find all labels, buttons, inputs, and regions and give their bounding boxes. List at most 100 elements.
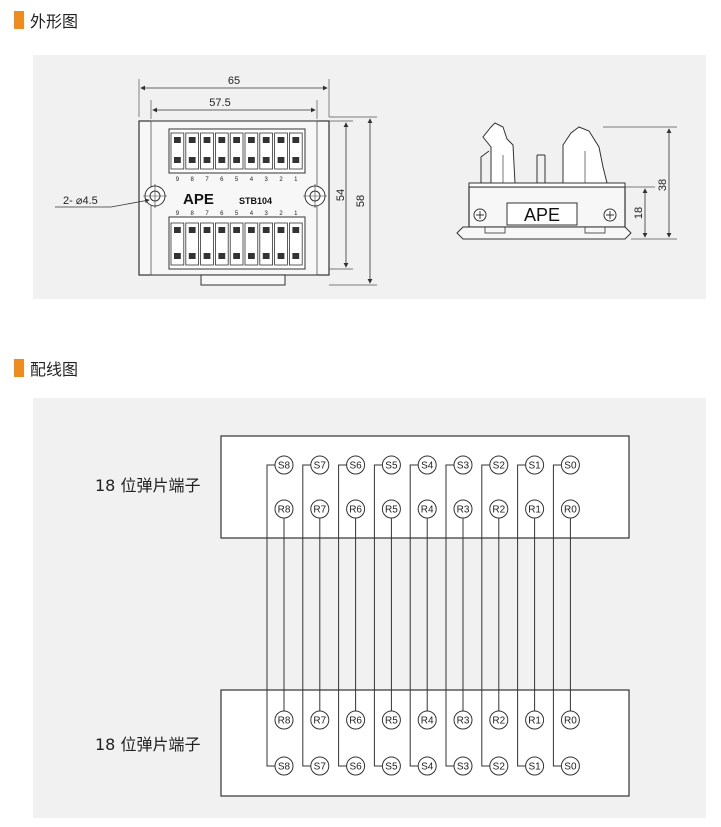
terminal-clamp xyxy=(233,227,240,233)
terminal-label: R2 xyxy=(492,505,505,516)
terminal-clamp xyxy=(188,137,196,143)
side-view: APE 38 18 xyxy=(456,122,677,240)
wire-s xyxy=(338,464,347,767)
terminal-label: R7 xyxy=(313,716,326,727)
wire-s xyxy=(517,464,526,767)
pin-number: 1 xyxy=(294,177,298,183)
mounting-hole-left xyxy=(143,184,167,208)
terminal-circle xyxy=(346,499,366,519)
terminal-clamp xyxy=(277,227,285,233)
terminal-circle xyxy=(560,499,580,519)
terminal-clamp xyxy=(248,253,255,259)
side-dim-total: 38 xyxy=(657,179,669,191)
terminal-circle xyxy=(417,499,437,519)
pin-number: 6 xyxy=(220,211,224,217)
terminal-label: R8 xyxy=(278,505,291,516)
terminal-label: S4 xyxy=(421,461,434,472)
pin-number: 7 xyxy=(205,211,209,217)
terminal-circle xyxy=(560,710,580,730)
screw-icon xyxy=(473,208,487,222)
terminal-label: S0 xyxy=(564,762,577,773)
terminal-circle xyxy=(310,455,330,475)
terminal-label: R0 xyxy=(564,716,577,727)
pin-number: 7 xyxy=(205,177,209,183)
terminal-circle xyxy=(346,756,366,776)
terminal-circle xyxy=(274,499,294,519)
terminal-label: S2 xyxy=(493,762,506,773)
terminal-clamp xyxy=(292,137,300,143)
terminal-circle xyxy=(453,756,473,776)
terminal-clamp xyxy=(277,137,285,143)
pin-number: 2 xyxy=(279,211,283,217)
terminal-label: R8 xyxy=(278,716,291,727)
section-marker xyxy=(14,359,24,377)
pin-number: 6 xyxy=(220,177,224,183)
dim-height-outer: 58 xyxy=(355,195,367,207)
terminal-clamp xyxy=(262,157,270,163)
pin-number: 5 xyxy=(235,177,239,183)
terminal-circle xyxy=(346,710,366,730)
terminal-clamp xyxy=(218,157,226,163)
dim-width-outer: 65 xyxy=(228,75,240,87)
terminal-circle xyxy=(560,756,580,776)
terminal-label: R4 xyxy=(421,505,434,516)
terminal-clamp xyxy=(203,227,211,233)
terminal-circle xyxy=(310,710,330,730)
model-label: STB104 xyxy=(239,196,272,206)
terminal-circle xyxy=(274,710,294,730)
terminal-label: R5 xyxy=(385,716,398,727)
terminal-clamp xyxy=(188,253,196,259)
terminal-clamp xyxy=(248,157,255,163)
terminal-label: S0 xyxy=(564,461,577,472)
section-title-text: 外形图 xyxy=(30,12,79,31)
bottom-block-label: 18 位弹片端子 xyxy=(95,735,200,754)
terminal-clamp xyxy=(233,157,240,163)
terminal-circle xyxy=(453,499,473,519)
terminal-clamp xyxy=(218,137,226,143)
terminal-label: R7 xyxy=(313,505,326,516)
terminal-circle xyxy=(489,710,509,730)
terminal-label: S8 xyxy=(278,461,291,472)
wire-s xyxy=(266,464,275,767)
section-title-text: 配线图 xyxy=(30,360,79,379)
terminal-circle xyxy=(310,756,330,776)
terminal-clamp xyxy=(203,137,211,143)
terminal-label: S5 xyxy=(385,762,398,773)
terminal-label: R6 xyxy=(349,505,362,516)
wire-s xyxy=(302,464,311,767)
terminal-label: R0 xyxy=(564,505,577,516)
terminal-circle xyxy=(489,499,509,519)
terminal-clamp xyxy=(292,157,300,163)
terminal-circle xyxy=(453,710,473,730)
terminal-circle xyxy=(489,455,509,475)
terminal-clamp xyxy=(203,253,211,259)
terminal-circle xyxy=(274,455,294,475)
terminal-clamp xyxy=(174,227,181,233)
bottom-terminal-block-outline xyxy=(220,689,630,797)
terminal-clamp xyxy=(174,157,181,163)
terminal-clamp xyxy=(218,227,226,233)
terminal-clamp xyxy=(233,253,240,259)
terminal-label: S5 xyxy=(385,461,398,472)
pin-number: 3 xyxy=(265,211,269,217)
pin-number: 9 xyxy=(176,177,180,183)
terminal-circle xyxy=(525,499,545,519)
terminal-clamp xyxy=(203,157,211,163)
pin-number: 1 xyxy=(294,211,298,217)
terminal-circle xyxy=(417,455,437,475)
terminal-clamp xyxy=(262,137,270,143)
pin-number: 2 xyxy=(279,177,283,183)
terminal-clamp xyxy=(277,157,285,163)
brand-label: APE xyxy=(183,191,214,208)
terminal-clamp xyxy=(174,137,181,143)
side-dim-base: 18 xyxy=(633,207,645,219)
terminal-label: S1 xyxy=(528,762,541,773)
wire-s xyxy=(409,464,419,767)
terminal-clamp xyxy=(188,227,196,233)
terminal-circle xyxy=(525,756,545,776)
pin-number: 4 xyxy=(250,177,254,183)
